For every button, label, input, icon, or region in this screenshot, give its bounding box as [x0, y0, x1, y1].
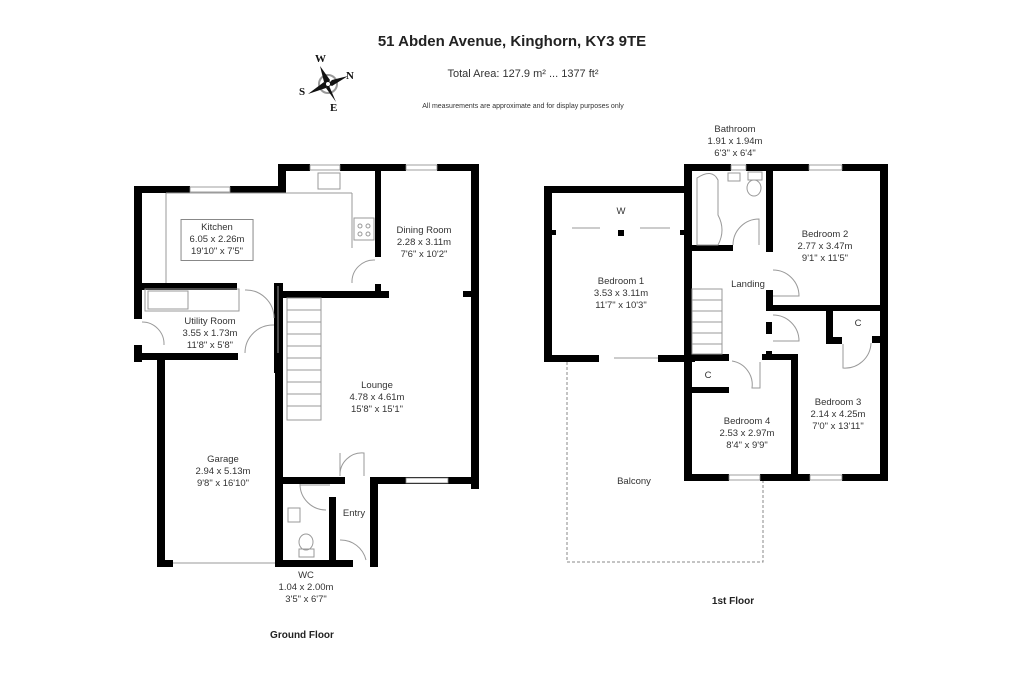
room-entry: Entry — [343, 508, 365, 520]
room-cupboard-landing: C — [705, 370, 712, 382]
room-name: Bedroom 1 — [597, 276, 645, 287]
room-name: C — [704, 370, 712, 381]
room-bedroom-4: Bedroom 4 2.53 x 2.97m 8'4" x 9'9" — [720, 416, 775, 452]
room-imperial: 19'10" x 7'5" — [190, 246, 244, 257]
room-metric: 1.04 x 2.00m — [278, 582, 334, 593]
compass-rose-icon: W N S E — [296, 50, 366, 116]
room-name: Bedroom 3 — [814, 397, 862, 408]
room-name: C — [854, 318, 862, 329]
room-imperial: 3'5" x 6'7" — [285, 594, 327, 605]
ground-floor-fixtures — [141, 172, 376, 564]
room-metric: 6.05 x 2.26m — [189, 234, 245, 245]
toilet-icon — [298, 533, 314, 551]
room-cupboard-bedroom-3: C — [855, 318, 862, 330]
room-name: Bedroom 4 — [723, 416, 771, 427]
bathroom-toilet-icon — [746, 179, 762, 197]
room-garage: Garage 2.94 x 5.13m 9'8" x 16'10" — [196, 454, 251, 490]
balcony-outline — [566, 362, 764, 563]
room-metric: 2.53 x 2.97m — [719, 428, 775, 439]
room-imperial: 6'3" x 6'4" — [714, 148, 756, 159]
first-floor-walls — [544, 164, 888, 481]
room-bedroom-2: Bedroom 2 2.77 x 3.47m 9'1" x 11'5" — [798, 229, 853, 265]
room-bathroom: Bathroom 1.91 x 1.94m 6'3" x 6'4" — [708, 124, 763, 160]
room-wc: WC 1.04 x 2.00m 3'5" x 6'7" — [279, 570, 334, 606]
room-imperial: 11'7" x 10'3" — [595, 300, 647, 311]
room-landing: Landing — [731, 279, 765, 291]
room-utility-room: Utility Room 3.55 x 1.73m 11'8" x 5'8" — [183, 316, 238, 352]
room-name: Dining Room — [396, 225, 452, 236]
room-name: Balcony — [617, 476, 651, 487]
room-metric: 2.28 x 3.11m — [396, 237, 452, 248]
compass-north-label: N — [346, 70, 354, 82]
property-address-title: 51 Abden Avenue, Kinghorn, KY3 9TE — [377, 33, 647, 50]
room-bedroom-1: Bedroom 1 3.53 x 3.11m 11'7" x 10'3" — [594, 276, 648, 312]
room-name: Bedroom 2 — [801, 229, 849, 240]
room-imperial: 9'1" x 11'5" — [801, 253, 849, 264]
room-metric: 4.78 x 4.61m — [349, 392, 405, 403]
room-imperial: 8'4" x 9'9" — [726, 440, 768, 451]
room-name: Lounge — [361, 380, 393, 391]
first-floor-windows — [728, 164, 843, 481]
kitchen-sink-icon — [317, 172, 341, 190]
room-metric: 2.77 x 3.47m — [797, 241, 853, 252]
room-name: Garage — [207, 454, 239, 465]
room-metric: 1.91 x 1.94m — [707, 136, 763, 147]
room-metric: 3.53 x 3.11m — [593, 288, 649, 299]
room-imperial: 15'8" x 15'1" — [350, 404, 404, 415]
bathroom-basin-icon — [727, 172, 741, 182]
room-lounge: Lounge 4.78 x 4.61m 15'8" x 15'1" — [350, 380, 405, 416]
room-name: Entry — [342, 508, 366, 519]
first-floor-fixtures — [572, 171, 872, 389]
ground-floor-label: Ground Floor — [270, 630, 334, 641]
room-metric: 2.14 x 4.25m — [810, 409, 866, 420]
room-bedroom-3: Bedroom 3 2.14 x 4.25m 7'0" x 13'11" — [811, 397, 866, 433]
wc-basin-icon — [287, 507, 301, 523]
compass-east-label: E — [330, 102, 338, 114]
utility-sink-icon — [147, 290, 189, 310]
room-name: Kitchen — [201, 222, 233, 233]
room-metric: 3.55 x 1.73m — [182, 328, 238, 339]
room-metric: 2.94 x 5.13m — [195, 466, 251, 477]
room-kitchen: Kitchen 6.05 x 2.26m 19'10" x 7'5" — [180, 219, 254, 261]
room-imperial: 7'6" x 10'2" — [400, 249, 448, 260]
room-name: Utility Room — [184, 316, 236, 327]
disclaimer: All measurements are approximate and for… — [422, 103, 624, 110]
room-dining-room: Dining Room 2.28 x 3.11m 7'6" x 10'2" — [397, 225, 452, 261]
room-balcony: Balcony — [617, 476, 651, 488]
room-imperial: 9'8" x 16'10" — [196, 478, 250, 489]
room-name: Landing — [731, 279, 765, 290]
compass-south-label: S — [299, 86, 306, 98]
room-name: Bathroom — [714, 124, 756, 135]
stairs-icon — [286, 297, 322, 421]
room-name: W — [616, 206, 626, 217]
room-imperial: 11'8" x 5'8" — [186, 340, 234, 351]
hob-icon — [353, 217, 375, 241]
compass-west-label: W — [315, 53, 326, 65]
utility-counter — [144, 288, 240, 312]
room-wardrobe: W — [617, 206, 626, 218]
total-area: Total Area: 127.9 m² ... 1377 ft² — [447, 68, 599, 80]
room-imperial: 7'0" x 13'11" — [812, 421, 864, 432]
first-floor-label: 1st Floor — [711, 596, 755, 607]
room-name: WC — [298, 570, 314, 581]
bath-icon — [696, 173, 723, 246]
ground-floor-windows — [189, 164, 449, 484]
